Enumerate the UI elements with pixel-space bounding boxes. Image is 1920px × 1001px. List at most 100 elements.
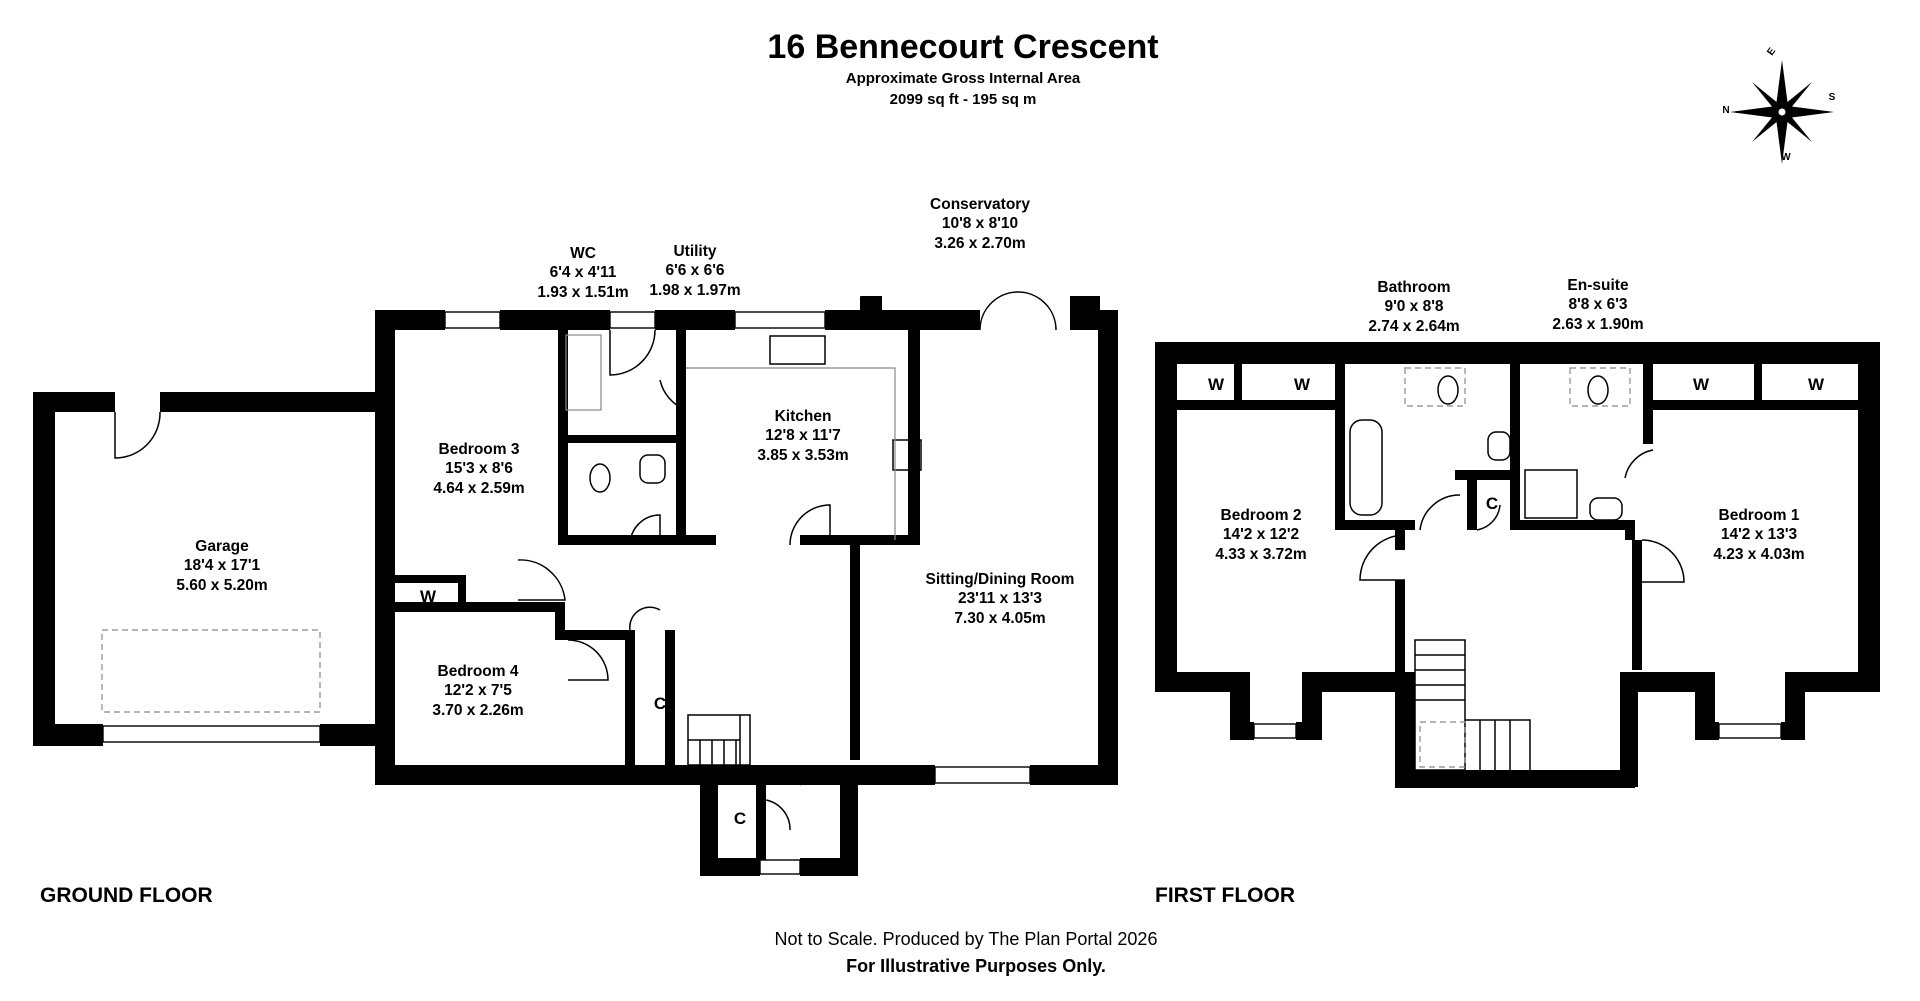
house-wall-north-3b [655, 310, 667, 330]
garage-side-door [114, 411, 161, 459]
wall-wc-south [558, 535, 678, 545]
ff-door-cupboard [1476, 504, 1501, 531]
wardrobe-label-ff-3: W [1692, 375, 1710, 394]
area-label: Approximate Gross Internal Area [845, 70, 1081, 87]
ground-floor-plan [33, 124, 1118, 876]
house-wall-south-2 [1030, 765, 1118, 785]
cupboard-label-ff: C [1485, 494, 1499, 513]
ff-wall-ensuite-b1-low [1625, 520, 1635, 540]
ensuite-basin [1589, 497, 1623, 521]
ff-landing-west [1395, 672, 1415, 787]
ff-wall-north [1155, 342, 1880, 364]
ff-wardrobe-divide-b2 [1234, 364, 1242, 409]
wall-bedroom4-north [555, 630, 635, 640]
cupboard-label-gf-2: C [733, 809, 747, 828]
garage-car-outline [101, 629, 321, 713]
ff-wall-south-3 [1620, 672, 1695, 692]
compass-n: N [1722, 105, 1730, 116]
page-title: 16 Bennecourt Crescent [767, 28, 1159, 66]
conservatory-bay-glazing [845, 124, 1102, 297]
ground-floor-caption: GROUND FLOOR [40, 884, 213, 907]
ff-window-bedroom1 [1718, 723, 1782, 739]
ff-bay-east-1 [1695, 672, 1715, 737]
ff-window-bedroom2 [1253, 723, 1297, 739]
kitchen-sink [769, 335, 826, 365]
ff-wall-ensuite-south [1510, 520, 1625, 530]
ff-landing-east [1620, 672, 1638, 787]
ff-landing-south [1395, 770, 1635, 788]
window-porch [759, 859, 801, 875]
ff-bay-east-2 [1785, 672, 1805, 737]
ff-wall-south-4 [1805, 672, 1880, 692]
house-wall-east [1098, 310, 1118, 785]
window-bedroom3 [444, 311, 501, 329]
ff-stairs-treads [1415, 654, 1531, 770]
cupboard-label-gf-1: C [653, 694, 667, 713]
garage-wall-bottom-left [33, 724, 103, 746]
bathroom-toilet [1437, 375, 1459, 405]
wardrobe-label-ff-4: W [1807, 375, 1825, 394]
ff-door-bedroom1 [1641, 539, 1685, 583]
ff-wall-south-2 [1320, 672, 1395, 692]
house-wall-north-3 [665, 310, 735, 330]
ff-door-ensuite [1624, 449, 1654, 479]
porch-wall-west [700, 765, 718, 875]
door-porch-cupboard [765, 799, 791, 831]
ff-wall-b1-west [1632, 540, 1642, 670]
wardrobe-label-ff-2: W [1293, 375, 1311, 394]
door-front [799, 768, 846, 786]
garage-door [102, 725, 321, 743]
door-hall-wc [629, 514, 661, 546]
ensuite-loft-hatch [1569, 367, 1631, 407]
ff-door-bathroom [1419, 494, 1461, 531]
wall-kitchen-east [908, 325, 920, 545]
door-cupboard [629, 606, 661, 631]
window-kitchen [734, 311, 826, 329]
ff-wall-b2-door-top [1395, 530, 1405, 550]
ff-wall-east [1858, 342, 1880, 692]
wardrobe-label-gf: W [419, 587, 437, 606]
wc-toilet [589, 463, 611, 493]
ff-door-bedroom2 [1359, 534, 1406, 581]
porch-wall-south-2 [800, 858, 858, 876]
garage-wall-top-right [160, 392, 390, 412]
wall-porch-cupboard [756, 770, 766, 860]
kitchen-hob [892, 439, 922, 471]
first-floor-caption: FIRST FLOOR [1155, 884, 1295, 907]
ff-wall-bath-south [1335, 520, 1415, 530]
wall-cupboard-east [665, 630, 675, 765]
ff-cupboard-left [1467, 470, 1477, 530]
wall-hall-north-1 [676, 535, 716, 545]
window-wc [609, 311, 656, 329]
bathroom-basin [1487, 431, 1511, 461]
house-wall-west [375, 310, 395, 785]
garage-wall-top-left [33, 392, 115, 412]
house-wall-pier-east [1070, 296, 1100, 330]
ff-bay-west-2 [1302, 672, 1322, 737]
ff-stairs [1414, 639, 1466, 771]
ff-bay-west-3 [1230, 722, 1254, 740]
wall-bedroom4-east [625, 630, 635, 765]
wall-wardrobe-top [395, 575, 465, 583]
area-value: 2099 sq ft - 195 sq m [889, 91, 1037, 108]
door-bedroom3 [517, 559, 566, 601]
conservatory-french-doors [979, 291, 1057, 331]
garage-wall-left [33, 392, 55, 730]
ff-wall-b2-east [1395, 580, 1405, 675]
house-wall-south-1 [375, 765, 935, 785]
compass-w: W [1781, 152, 1791, 163]
compass-rose [1730, 60, 1834, 164]
door-bedroom4 [567, 639, 609, 681]
stairs-treads [688, 715, 741, 765]
ff-wall-b2-bath [1335, 364, 1345, 529]
kitchen-worktop-line [686, 367, 896, 540]
